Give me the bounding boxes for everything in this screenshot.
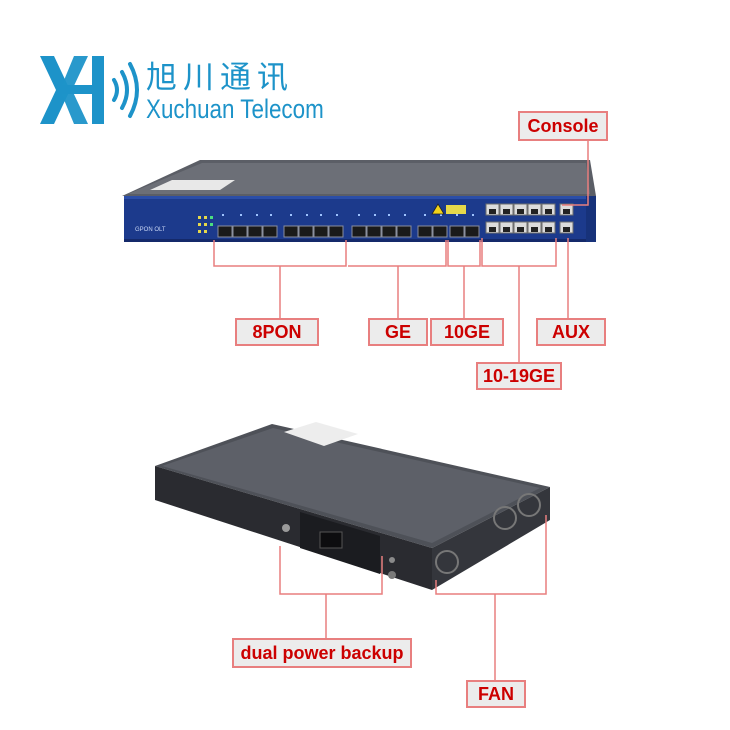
fan-callout: FAN	[466, 680, 526, 708]
ten-ge-callout: 10GE	[430, 318, 504, 346]
xuchuan-logo-icon	[40, 56, 139, 124]
logo-chinese-name: 旭川通讯	[146, 60, 294, 96]
ten-nineteen-ge-callout: 10-19GE	[476, 362, 562, 390]
console-callout: Console	[518, 111, 608, 141]
aux-callout: AUX	[536, 318, 606, 346]
dual-power-callout: dual power backup	[232, 638, 412, 668]
model-label: GPON OLT	[135, 227, 166, 233]
pon-callout: 8PON	[235, 318, 319, 346]
ge-callout: GE	[368, 318, 428, 346]
logo-english-name: Xuchuan Telecom	[146, 94, 324, 124]
